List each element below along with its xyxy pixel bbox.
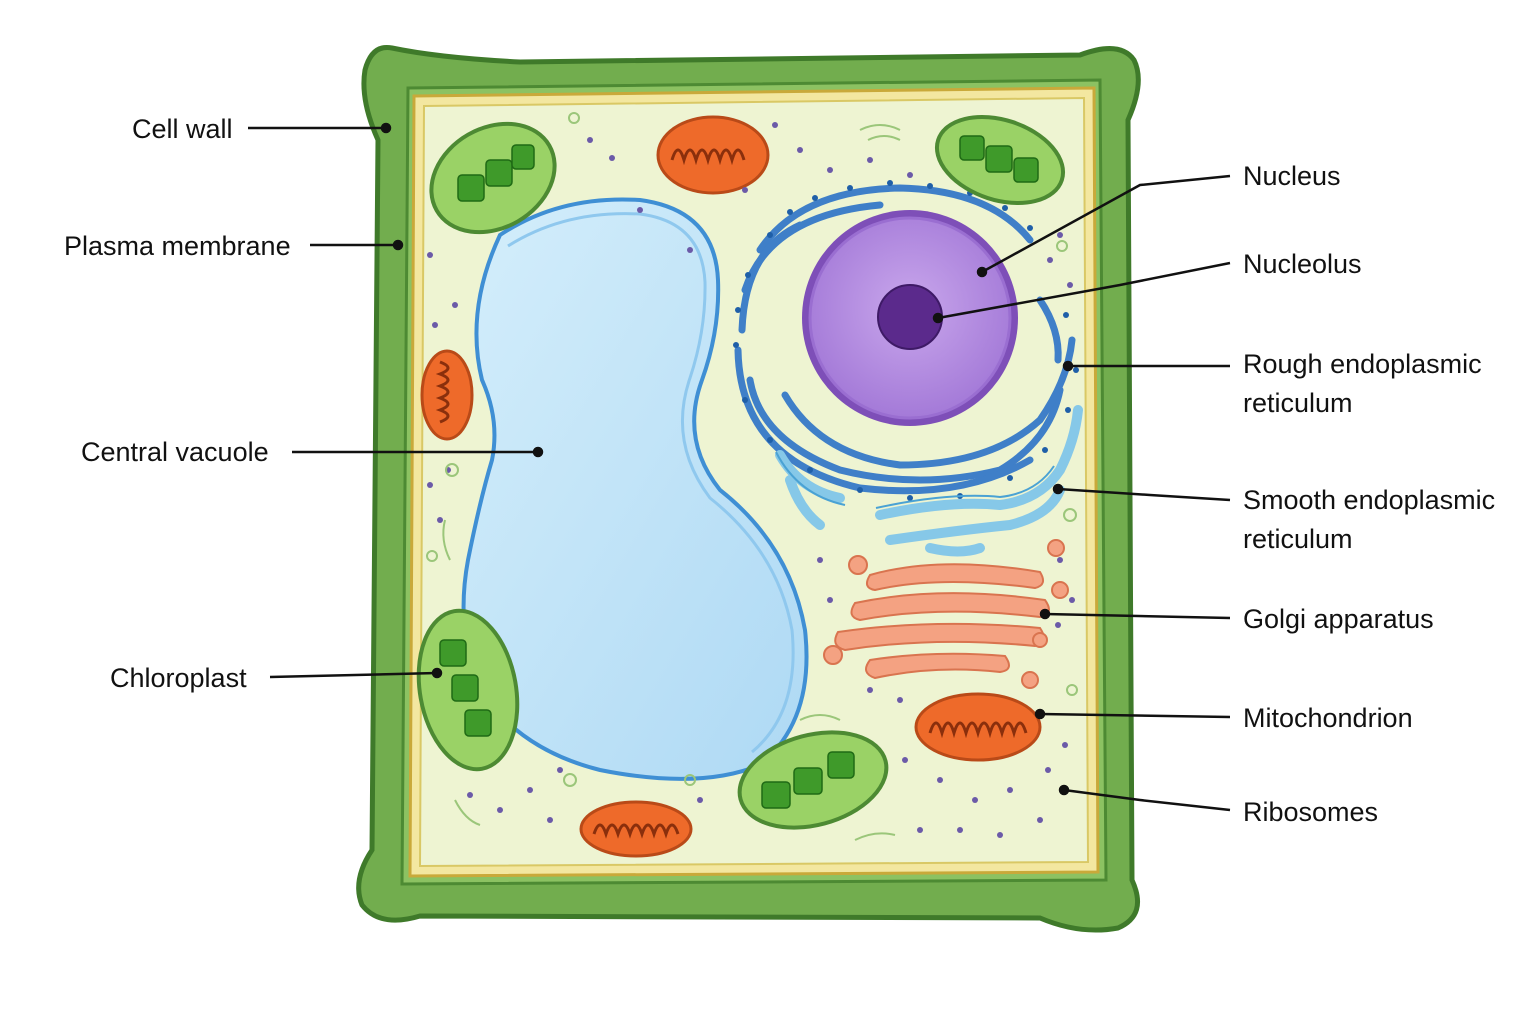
label-golgi-apparatus: Golgi apparatus (1243, 604, 1434, 634)
mitochondrion-left (420, 349, 474, 441)
rough-er-ribosome-dots (733, 180, 1079, 501)
rough-er (734, 184, 1076, 495)
label-central-vacuole: Central vacuole (81, 437, 269, 467)
label-mitochondrion: Mitochondrion (1243, 703, 1413, 733)
chloroplast-top-left (429, 121, 557, 235)
label-smooth-er-line2: reticulum (1243, 524, 1353, 554)
smooth-er-edge (775, 451, 1055, 509)
label-nucleus: Nucleus (1243, 161, 1341, 191)
smooth-er (775, 405, 1083, 557)
leader-lines (248, 122, 1231, 812)
label-rough-er-line1: Rough endoplasmic (1243, 349, 1482, 379)
ribosomes (427, 122, 1075, 838)
vacuole-inner-line (507, 212, 795, 754)
label-rough-er-line2: reticulum (1243, 388, 1353, 418)
mitochondrion-right (914, 692, 1042, 762)
label-nucleolus: Nucleolus (1243, 249, 1362, 279)
mitochondrion-bottom (579, 800, 693, 858)
label-cell-wall: Cell wall (132, 114, 233, 144)
chloroplast-left (416, 608, 520, 772)
nucleolus (877, 284, 943, 350)
label-plasma-membrane: Plasma membrane (64, 231, 291, 261)
chloroplast-top-right (934, 114, 1066, 206)
label-chloroplast: Chloroplast (110, 663, 247, 693)
mitochondrion-top (656, 115, 770, 195)
chloroplast-bottom (737, 730, 889, 830)
label-ribosomes: Ribosomes (1243, 797, 1379, 827)
label-smooth-er-line1: Smooth endoplasmic (1243, 485, 1496, 515)
golgi-apparatus (823, 539, 1069, 689)
vesicles (426, 112, 1078, 841)
